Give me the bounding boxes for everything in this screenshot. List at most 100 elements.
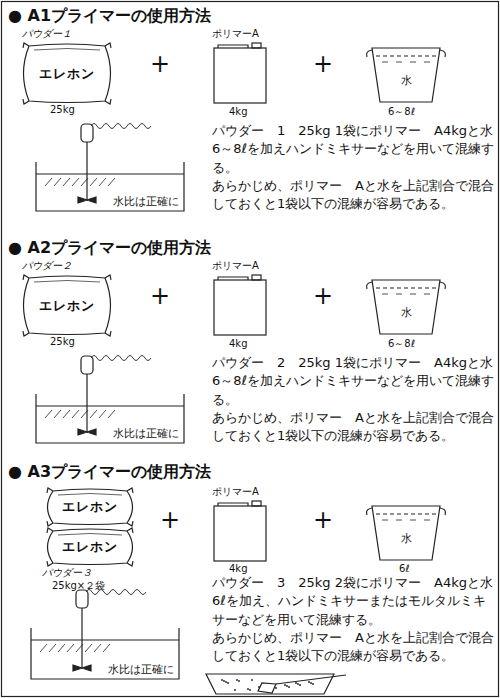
bag-corner <box>105 331 111 336</box>
mortar-grain <box>225 681 227 683</box>
water-hatch <box>63 178 70 186</box>
trough-body <box>206 674 334 694</box>
mortar-grain <box>295 682 297 684</box>
shovel-blade <box>258 683 276 693</box>
quantity-label: 25kg <box>50 336 75 348</box>
mortar-grain <box>251 679 253 681</box>
brand-logo: エレホン <box>62 539 118 555</box>
water-hatch <box>99 410 106 418</box>
plus-sign: + <box>150 282 170 311</box>
bucket-body <box>372 280 440 334</box>
mixer-cord <box>91 356 151 361</box>
quantity-label: パウダー３ <box>42 567 92 579</box>
container-body <box>214 506 266 561</box>
bucket-handle <box>367 508 446 515</box>
bucket-body <box>372 506 440 560</box>
water-line <box>376 513 436 514</box>
plus-sign: + <box>313 50 333 79</box>
water-hatch <box>58 644 65 652</box>
note-text: 水比は正確に <box>113 427 179 440</box>
bag-corner <box>23 43 29 48</box>
water-hatch <box>85 644 92 652</box>
note-text: 水比は正確に <box>108 663 174 676</box>
water-hatch <box>54 410 61 418</box>
container-body <box>214 280 266 335</box>
mortar-grain <box>247 688 249 690</box>
bag-corner <box>127 521 133 526</box>
water-hatch <box>45 178 52 186</box>
quantity-label: 4kg <box>229 563 248 575</box>
water-ripple <box>382 520 388 521</box>
water-hatch <box>45 410 52 418</box>
water-hatch <box>81 178 88 186</box>
water-hatch <box>40 644 47 652</box>
bag-caption: パウダー１ <box>22 28 72 40</box>
mortar-grain <box>275 687 277 689</box>
water-hatch <box>63 410 70 418</box>
hand-mixer <box>73 590 146 672</box>
bucket-outline <box>364 42 448 104</box>
bag-corner <box>23 99 29 104</box>
bag-figure: パウダー１エレホン <box>18 28 116 104</box>
mixer-body <box>76 590 88 608</box>
tub-body <box>36 394 184 443</box>
bag-corner <box>47 521 53 526</box>
bag-corner <box>47 561 53 566</box>
bag-body <box>48 529 133 565</box>
mixer-blade <box>78 429 96 435</box>
mixer-shaft <box>81 608 82 668</box>
mixer-body <box>81 124 93 142</box>
water-line <box>376 287 436 288</box>
bag-corner <box>23 275 29 280</box>
mortar-grain <box>249 689 251 691</box>
can-outline <box>210 260 270 336</box>
quantity-label: 25kg×２袋 <box>52 580 105 592</box>
container-caption: ポリマーA <box>212 260 259 272</box>
plus-sign: + <box>313 282 333 311</box>
quantity-label: 6～8ℓ <box>388 106 415 118</box>
quantity-label: 25kg <box>50 104 75 116</box>
hand-mixer <box>78 356 151 436</box>
can-figure: ポリマーA <box>210 486 270 562</box>
instruction-text: パウダー 2 25kg 1袋にポリマー A4kgと水6～8ℓを加えハンドミキサー… <box>212 354 494 409</box>
water-ripple <box>424 520 430 521</box>
water-label: 水 <box>401 74 412 87</box>
mortar-grain <box>312 683 314 685</box>
container-caption: ポリマーA <box>212 486 259 498</box>
bucket-handle <box>367 50 446 57</box>
bag-figure: エレホン <box>42 528 138 566</box>
tub-body <box>31 628 179 679</box>
bag-body <box>24 276 111 335</box>
bag-corner <box>105 275 111 280</box>
can-figure: ポリマーA <box>210 28 270 104</box>
instruction-text: あらかじめ、ポリマー Aと水を上記割合で混合しておくと1袋以下の混練が容易である… <box>212 177 494 214</box>
water-ripple <box>424 62 430 63</box>
mortar-grain <box>238 680 240 682</box>
water-hatch <box>81 410 88 418</box>
water-hatch <box>90 178 97 186</box>
container-handle <box>218 503 248 506</box>
quantity-label: 6～8ℓ <box>388 338 415 350</box>
mixer-blade <box>78 197 96 203</box>
shovel-handle <box>276 675 346 684</box>
can-outline <box>210 486 270 562</box>
can-outline <box>210 28 270 104</box>
bucket-figure: 水 <box>364 274 448 336</box>
bag-seam <box>58 534 122 536</box>
tub-figure: 水比は正確に <box>35 394 185 444</box>
bag-seam <box>58 494 122 496</box>
quantity-label: 4kg <box>229 106 248 118</box>
container-cap <box>252 275 261 280</box>
water-hatch <box>54 178 61 186</box>
mortar-trough <box>206 674 346 694</box>
bag-body <box>24 44 111 103</box>
water-hatch <box>99 178 106 186</box>
water-line <box>36 173 184 174</box>
water-hatch <box>49 644 56 652</box>
water-hatch <box>67 644 74 652</box>
mortar-grain <box>286 685 288 687</box>
water-hatch <box>108 410 115 418</box>
instruction-text: パウダー 1 25kg 1袋にポリマー A4kgと水6～8ℓを加えハンドミキサー… <box>212 122 494 177</box>
